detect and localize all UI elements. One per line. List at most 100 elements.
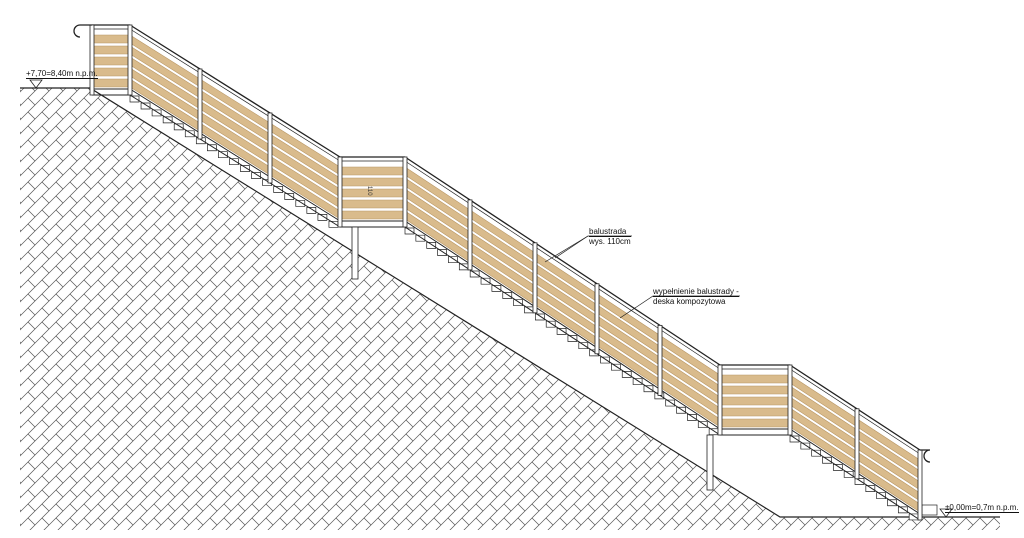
stair-tread	[524, 306, 534, 314]
stair-tread	[502, 292, 513, 299]
stair-tread	[306, 207, 317, 214]
bottom-rail	[129, 88, 341, 222]
stair-tread	[140, 102, 151, 110]
stair-tread	[567, 335, 578, 342]
infill-label-line2: deska kompozytowa	[653, 297, 726, 306]
infill-board	[91, 56, 131, 66]
stair-tread	[240, 165, 250, 172]
handrail-end-top	[73, 24, 92, 38]
stair-tread	[284, 193, 295, 200]
stair-tread	[676, 406, 686, 414]
stair-tread	[665, 399, 676, 407]
handrail	[404, 156, 721, 366]
stair-tread	[789, 435, 800, 443]
balustrade-label-line1: balustrada	[589, 227, 631, 237]
stair-tread	[513, 299, 523, 307]
balustrade-post	[717, 364, 723, 436]
infill-board	[91, 34, 131, 44]
stair-tread	[415, 234, 426, 242]
balustrade-post	[594, 283, 600, 355]
infill-board	[339, 199, 406, 209]
infill-board	[91, 67, 131, 77]
balustrade-post	[402, 156, 408, 228]
balustrade-leader	[544, 235, 589, 263]
infill-board	[719, 407, 791, 417]
stair-tread	[151, 109, 162, 117]
stair-tread	[437, 249, 447, 256]
level-marker-icon	[939, 508, 953, 518]
stair-tread	[832, 463, 843, 471]
stair-tread	[545, 320, 556, 328]
stair-tread	[480, 277, 491, 285]
ground-hatch	[20, 88, 1000, 538]
stair-tread	[162, 116, 173, 124]
handrail-end-bottom	[920, 449, 931, 463]
handrail-lower-edge	[129, 28, 341, 162]
infill-label-line1: wypełnienie balustrady -	[653, 287, 739, 297]
bottom-step	[921, 504, 938, 516]
stringer	[404, 226, 721, 436]
level-marker-icon	[29, 79, 43, 89]
stair-tread	[491, 285, 502, 292]
ground-mask	[0, 530, 1024, 538]
stair-tread	[129, 95, 140, 103]
stair-tread	[876, 492, 887, 500]
stair-tread	[611, 363, 621, 371]
stair-tread	[811, 449, 822, 457]
stair-tread	[897, 506, 908, 514]
balustrade-post	[267, 112, 273, 184]
handrail	[129, 24, 341, 158]
top-level-label: +7,70=8,40m n.p.m.	[26, 69, 98, 79]
balustrade-post	[89, 24, 95, 96]
stair-tread	[404, 227, 415, 235]
balustrade-post	[854, 408, 860, 480]
stair-tread	[469, 270, 480, 278]
stair-tread	[251, 172, 261, 179]
stair-tread	[800, 442, 811, 450]
stair-tread	[218, 151, 228, 159]
infill-board	[719, 418, 791, 428]
infill-board	[339, 166, 406, 176]
infill-board	[719, 374, 791, 384]
infill-board	[339, 210, 406, 220]
stair-tread	[295, 200, 306, 207]
stair-tread	[184, 130, 195, 138]
top-level-text: +7,70=8,40m n.p.m.	[26, 69, 98, 79]
infill-board	[719, 385, 791, 395]
balustrade-post	[127, 24, 133, 96]
stair-tread	[887, 499, 897, 507]
stair-tread	[578, 342, 589, 350]
stair-tread	[534, 313, 545, 321]
stair-tread	[600, 356, 610, 364]
bottom-rail	[404, 220, 721, 430]
infill-board	[91, 45, 131, 55]
balustrade-post	[787, 364, 793, 436]
stair-tread	[273, 186, 284, 193]
stair-tread	[865, 485, 876, 492]
stair-tread	[632, 378, 643, 385]
balustrade-post	[657, 324, 663, 396]
stair-tread	[229, 158, 239, 166]
stair-tread	[207, 144, 217, 152]
handrail	[789, 364, 921, 451]
bottom-level-label: ±0,00m=0,7m n.p.m.	[945, 503, 1019, 513]
post-dimension-text: 110	[366, 186, 372, 196]
handrail-lower-edge	[404, 160, 721, 370]
infill-board	[91, 78, 131, 88]
ground-terrain	[0, 87, 1024, 538]
infill-label: wypełnienie balustrady -deska kompozytow…	[653, 287, 739, 306]
balustrade-post	[917, 449, 923, 521]
balustrade-post	[197, 68, 203, 140]
balustrade-post	[337, 156, 343, 228]
stair-tread	[173, 123, 184, 131]
balustrade-label-line2: wys. 110cm	[589, 237, 631, 246]
stair-steps	[129, 95, 938, 521]
stair-tread	[854, 478, 865, 485]
stair-tread	[822, 456, 832, 464]
balustrade-post	[467, 199, 473, 271]
support-column	[706, 434, 714, 491]
infill-board	[339, 177, 406, 187]
stair-tread	[621, 371, 632, 378]
